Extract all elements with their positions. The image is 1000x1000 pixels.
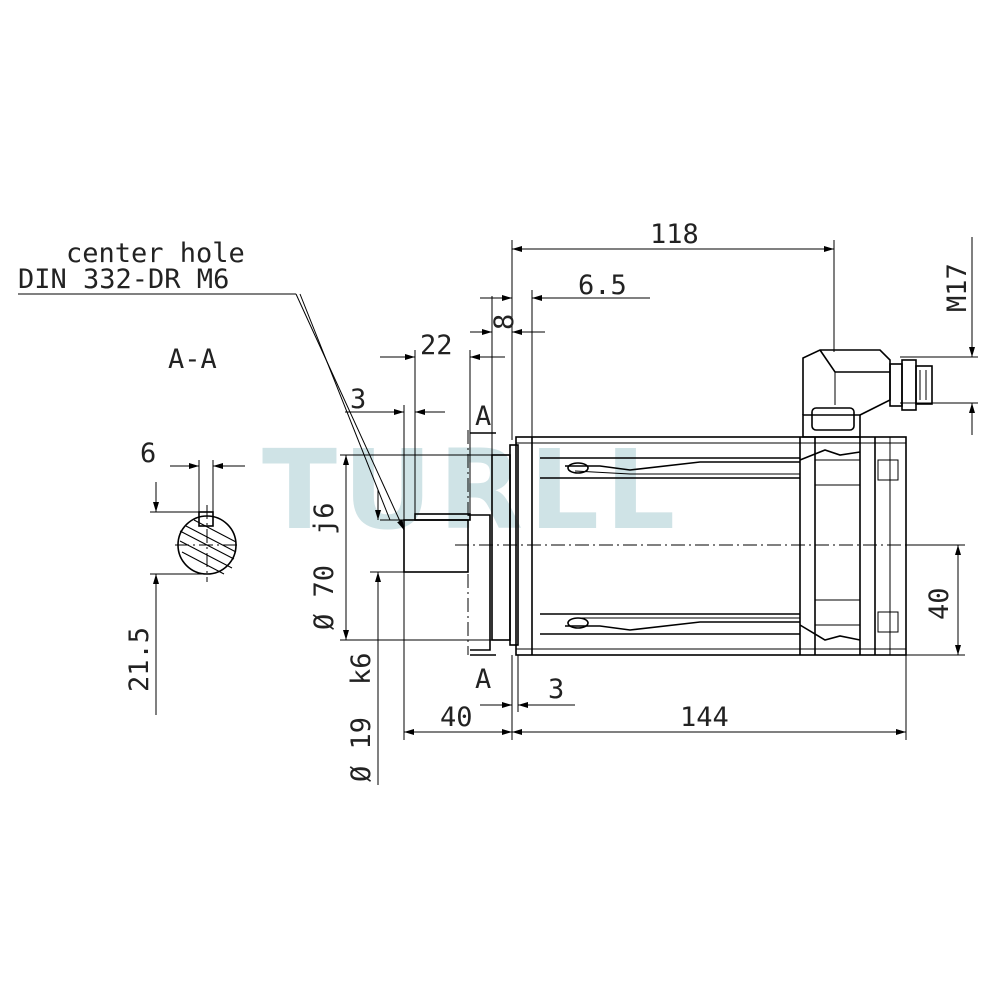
dim-3-bottom: 3 [548, 674, 564, 705]
center-hole-standard-label: DIN 332-DR M6 [18, 264, 229, 295]
dim-21-5: 21.5 [124, 627, 155, 692]
center-hole-label: center hole [66, 238, 245, 269]
dim-j6: j6 [309, 502, 340, 535]
section-a-a [150, 460, 245, 715]
dim-22: 22 [420, 330, 453, 361]
dim-144: 144 [680, 702, 729, 733]
motor-body [455, 436, 960, 656]
section-title: A-A [168, 344, 217, 375]
section-mark-bottom: A [475, 664, 491, 695]
dim-6-5: 6.5 [578, 270, 627, 301]
dim-m17: M17 [942, 263, 973, 312]
shaft-key [414, 513, 471, 521]
dim-k6: k6 [346, 652, 377, 685]
dim-118: 118 [650, 219, 699, 250]
dim-key-width: 6 [140, 438, 156, 469]
dimension-lines [18, 237, 978, 785]
dim-8: 8 [489, 314, 520, 330]
m17-connector [802, 349, 933, 438]
motor-housing [515, 436, 907, 656]
dim-40-bottom: 40 [440, 702, 473, 733]
dim-dia-70: Ø 70 [309, 565, 340, 630]
section-mark-top: A [475, 401, 491, 432]
dim-3-top: 3 [350, 384, 366, 415]
key-slot [198, 511, 214, 527]
dim-dia-19: Ø 19 [346, 717, 377, 782]
dim-40-right: 40 [924, 587, 955, 620]
